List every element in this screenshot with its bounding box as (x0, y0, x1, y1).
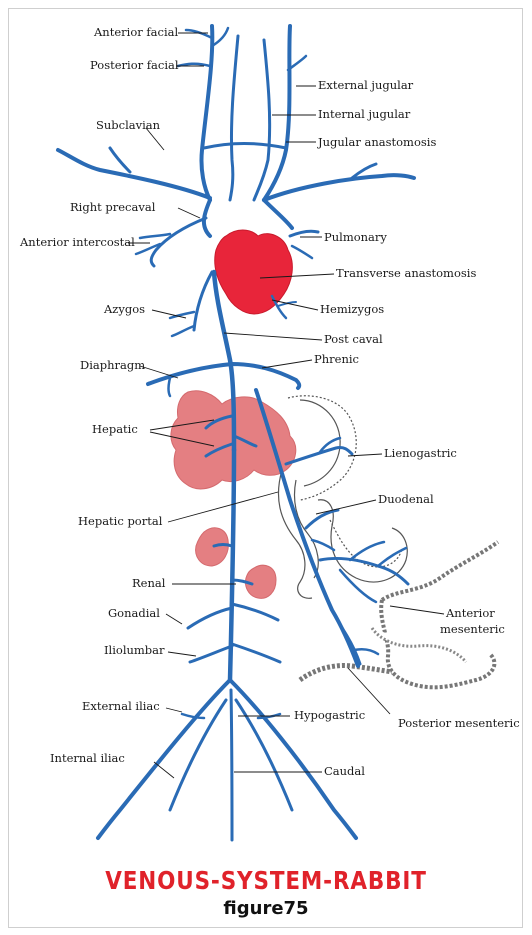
label-internal-iliac: Internal iliac (50, 751, 125, 765)
label-hemizygos: Hemizygos (320, 302, 384, 316)
label-right-precaval: Right precaval (70, 200, 156, 214)
label-anterior-intercostal: Anterior intercostal (19, 235, 135, 249)
label-hypogastric: Hypogastric (294, 708, 365, 722)
label-hepatic-portal: Hepatic portal (78, 514, 163, 528)
label-duodenal: Duodenal (378, 492, 434, 506)
label-anterior-facial: Anterior facial (93, 25, 178, 39)
label-hepatic: Hepatic (92, 422, 138, 436)
label-posterior-facial: Posterior facial (90, 58, 179, 72)
label-gonadial: Gonadial (108, 606, 160, 620)
label-transverse-anastomosis: Transverse anastomosis (336, 266, 476, 280)
label-renal: Renal (132, 576, 166, 590)
label-external-iliac: External iliac (82, 699, 160, 713)
label-phrenic: Phrenic (314, 352, 359, 366)
label-external-jugular: External jugular (318, 78, 414, 92)
label-azygos: Azygos (103, 302, 145, 316)
heart (215, 230, 293, 314)
figure-title: VENOUS-SYSTEM-RABBIT (37, 866, 495, 895)
right-kidney (246, 565, 277, 598)
label-iliolumbar: Iliolumbar (104, 643, 165, 657)
label-anterior-mesenteric-2: mesenteric (440, 622, 505, 636)
label-posterior-mesenteric: Posterior mesenteric (398, 716, 520, 730)
figure-number: figure75 (0, 898, 532, 919)
label-diaphragm: Diaphragm (80, 358, 145, 372)
label-pulmonary: Pulmonary (324, 230, 387, 244)
label-internal-jugular: Internal jugular (318, 107, 411, 121)
label-jugular-anastomosis: Jugular anastomosis (317, 135, 436, 149)
label-lienogastric: Lienogastric (384, 446, 457, 460)
label-subclavian: Subclavian (96, 118, 161, 132)
label-caudal: Caudal (324, 764, 365, 778)
label-post-caval: Post caval (324, 332, 383, 346)
label-anterior-mesenteric-1: Anterior (445, 606, 495, 620)
left-kidney (196, 528, 229, 566)
